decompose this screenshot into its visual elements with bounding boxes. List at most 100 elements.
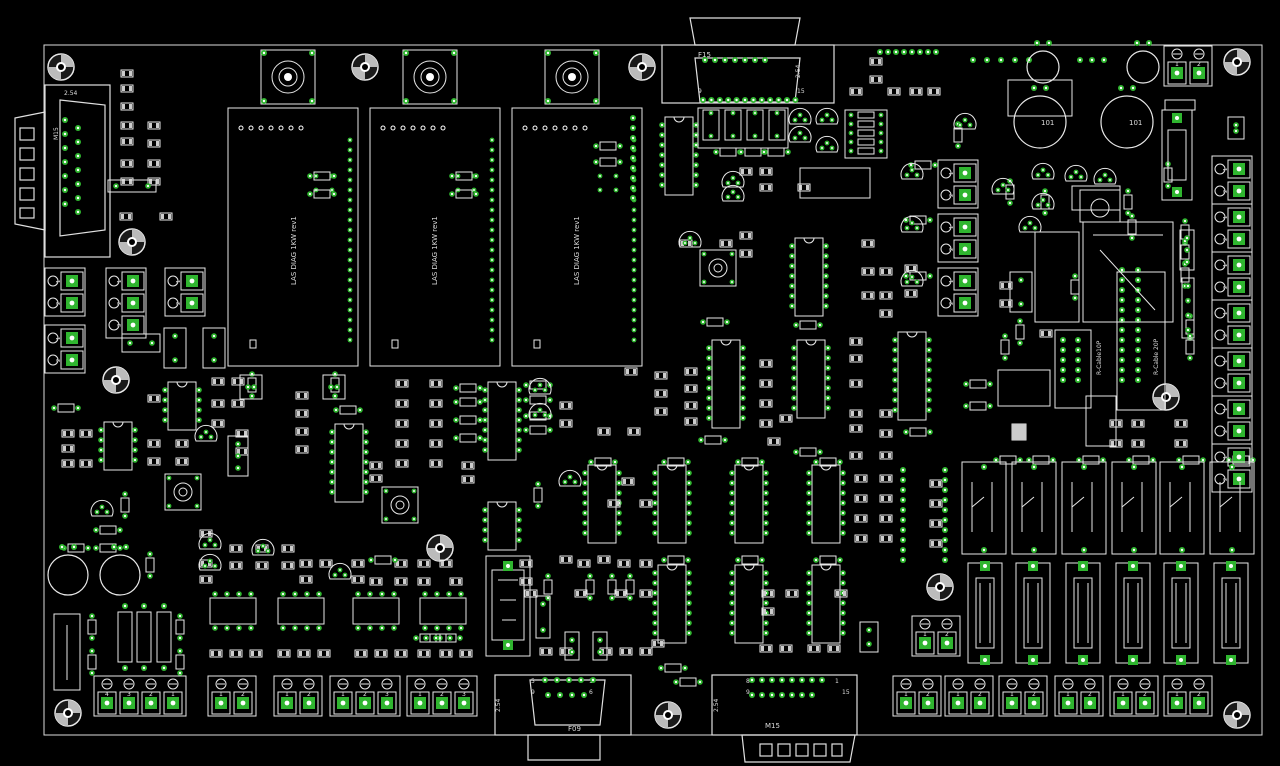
svg-text:2: 2 xyxy=(1223,478,1229,481)
screw-terminal[interactable]: 12 xyxy=(1211,395,1253,445)
mounting-hole xyxy=(47,53,75,81)
pin-header[interactable] xyxy=(107,179,157,193)
screw-terminal[interactable]: 12 xyxy=(1211,443,1253,493)
axial-component xyxy=(93,525,123,535)
axial-component xyxy=(735,457,765,467)
pin-header[interactable] xyxy=(1227,116,1245,140)
pin-header[interactable] xyxy=(322,374,346,400)
svg-text:2: 2 xyxy=(1223,190,1229,193)
screw-terminal[interactable]: 12 xyxy=(937,213,979,263)
transistor xyxy=(1031,162,1055,180)
screw-terminal[interactable]: 12 xyxy=(44,267,86,317)
mounting-hole xyxy=(1223,48,1251,76)
smd-part xyxy=(255,561,269,570)
screw-terminal[interactable]: 12 xyxy=(937,267,979,317)
dip-ic xyxy=(482,501,522,551)
smd-part xyxy=(879,451,893,460)
trimmer-potentiometer[interactable] xyxy=(164,473,202,511)
axial-component xyxy=(593,157,623,167)
smd-part xyxy=(120,84,134,93)
pin-header[interactable] xyxy=(227,435,249,477)
tact-switch[interactable] xyxy=(544,49,600,105)
svg-text:1: 1 xyxy=(1223,216,1229,219)
svg-text:2: 2 xyxy=(440,691,444,698)
svg-text:2: 2 xyxy=(1032,691,1036,698)
dip-ic xyxy=(789,237,829,317)
smd-part xyxy=(869,75,883,84)
connector-f15-top[interactable]: F15 2.54 9 15 xyxy=(661,17,835,104)
transistor xyxy=(528,402,552,420)
pin-header[interactable] xyxy=(1181,277,1195,339)
tact-switch[interactable] xyxy=(260,49,316,105)
pin-header[interactable] xyxy=(859,621,879,653)
dip-ic xyxy=(729,464,769,544)
axial-component xyxy=(307,189,337,199)
screw-terminal[interactable]: 12 xyxy=(937,159,979,209)
screw-terminal[interactable]: 12 xyxy=(44,324,86,374)
smd-part xyxy=(369,577,383,586)
axial-component xyxy=(333,405,363,415)
screw-terminal[interactable]: 12 xyxy=(1211,251,1253,301)
smd-part xyxy=(429,379,443,388)
smd-part xyxy=(929,539,943,548)
trimmer-potentiometer[interactable] xyxy=(381,486,419,524)
smd-part xyxy=(854,534,868,543)
cable-header-20p[interactable] xyxy=(1116,271,1166,411)
smd-part xyxy=(739,231,753,240)
fuse-holder xyxy=(1065,561,1101,665)
relay-block xyxy=(1034,221,1174,323)
pin-header[interactable] xyxy=(592,631,608,661)
smd-part xyxy=(429,459,443,468)
connector-m15-bottom[interactable]: M15 2.54 8 1 9 15 xyxy=(711,674,858,763)
dip-ic xyxy=(806,464,846,544)
svg-text:2: 2 xyxy=(945,631,949,638)
pin-header[interactable] xyxy=(535,595,551,639)
axial-component xyxy=(963,401,993,411)
pin-header[interactable] xyxy=(1009,271,1033,313)
smd-part xyxy=(295,427,309,436)
smd-part xyxy=(147,139,161,148)
pin-header[interactable] xyxy=(163,327,187,369)
svg-text:2: 2 xyxy=(241,691,245,698)
smd-part xyxy=(654,407,668,416)
connector-f09-pin5: 5 xyxy=(531,678,535,685)
dip-ic xyxy=(791,339,831,419)
connector-m15-bottom-pitch: 2.54 xyxy=(713,698,720,712)
smd-part xyxy=(929,479,943,488)
connector-m15-left[interactable]: M15 2.54 xyxy=(14,84,111,258)
svg-text:2: 2 xyxy=(1088,691,1092,698)
pin-header[interactable] xyxy=(564,631,580,661)
svg-text:2: 2 xyxy=(1223,382,1229,385)
smd-part xyxy=(617,559,631,568)
smd-part xyxy=(879,267,893,276)
pin-header[interactable] xyxy=(1179,229,1195,271)
pin-header[interactable] xyxy=(239,374,263,400)
axial-component xyxy=(453,383,483,393)
trimmer-potentiometer[interactable] xyxy=(699,249,737,287)
cable-header-10p[interactable] xyxy=(1054,329,1092,409)
screw-terminal[interactable]: 12 xyxy=(164,267,206,317)
screw-terminal[interactable]: 12 xyxy=(1211,299,1253,349)
pin-header[interactable] xyxy=(202,327,226,369)
transistor xyxy=(328,562,352,580)
pin-header[interactable] xyxy=(121,333,161,353)
smd-part xyxy=(759,419,773,428)
smd-part xyxy=(229,649,243,658)
smd-part xyxy=(929,519,943,528)
smd-part xyxy=(879,429,893,438)
smd-part xyxy=(319,559,333,568)
tact-switch[interactable] xyxy=(402,49,458,105)
